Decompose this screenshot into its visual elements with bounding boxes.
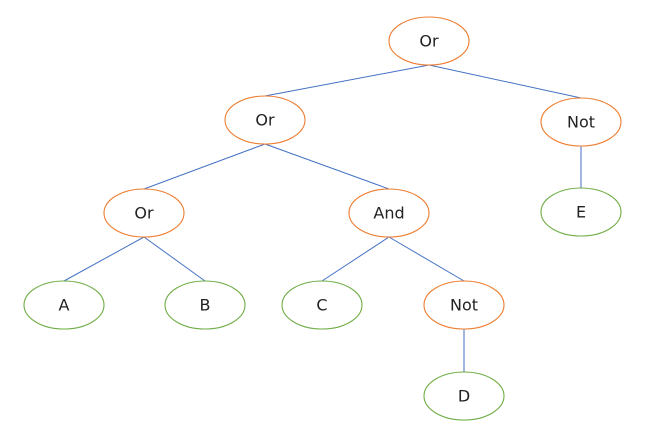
node-or-ab: Or (103, 188, 185, 238)
node-ellipse (23, 280, 105, 330)
node-e: E (540, 187, 622, 237)
node-label: And (373, 204, 404, 223)
node-not-d: Not (423, 280, 505, 330)
node-ellipse (423, 371, 505, 421)
edges-layer (63, 64, 582, 372)
node-label: Or (134, 204, 154, 223)
node-label: E (576, 203, 586, 222)
node-and: And (348, 188, 430, 238)
node-label: Not (567, 113, 595, 132)
edge-n-or-left-to-n-and (264, 143, 390, 190)
edge-n-or-ab-to-n-a (63, 236, 145, 282)
edge-n-or-left-to-n-or-ab (143, 143, 266, 190)
node-ellipse (281, 280, 363, 330)
edge-n-or-root-to-n-not-right (428, 64, 582, 99)
edge-n-or-root-to-n-or-left (264, 64, 430, 97)
node-d: D (423, 371, 505, 421)
node-b: B (164, 280, 246, 330)
node-label: A (59, 296, 70, 315)
node-ellipse (423, 280, 505, 330)
node-ellipse (103, 188, 185, 238)
edge-n-and-to-n-c (321, 236, 390, 282)
node-ellipse (164, 280, 246, 330)
node-ellipse (540, 187, 622, 237)
node-label: C (316, 296, 327, 315)
node-label: D (458, 387, 470, 406)
node-label: Not (450, 296, 478, 315)
node-label: Or (419, 32, 439, 51)
edge-n-and-to-n-not-d (388, 236, 465, 282)
node-c: C (281, 280, 363, 330)
node-ellipse (540, 97, 622, 147)
node-not-right: Not (540, 97, 622, 147)
node-ellipse (224, 95, 306, 145)
node-ellipse (348, 188, 430, 238)
node-or-root: Or (388, 16, 470, 66)
node-a: A (23, 280, 105, 330)
edge-n-or-ab-to-n-b (143, 236, 206, 282)
node-ellipse (388, 16, 470, 66)
node-or-left: Or (224, 95, 306, 145)
node-label: B (200, 296, 211, 315)
node-label: Or (255, 111, 275, 130)
